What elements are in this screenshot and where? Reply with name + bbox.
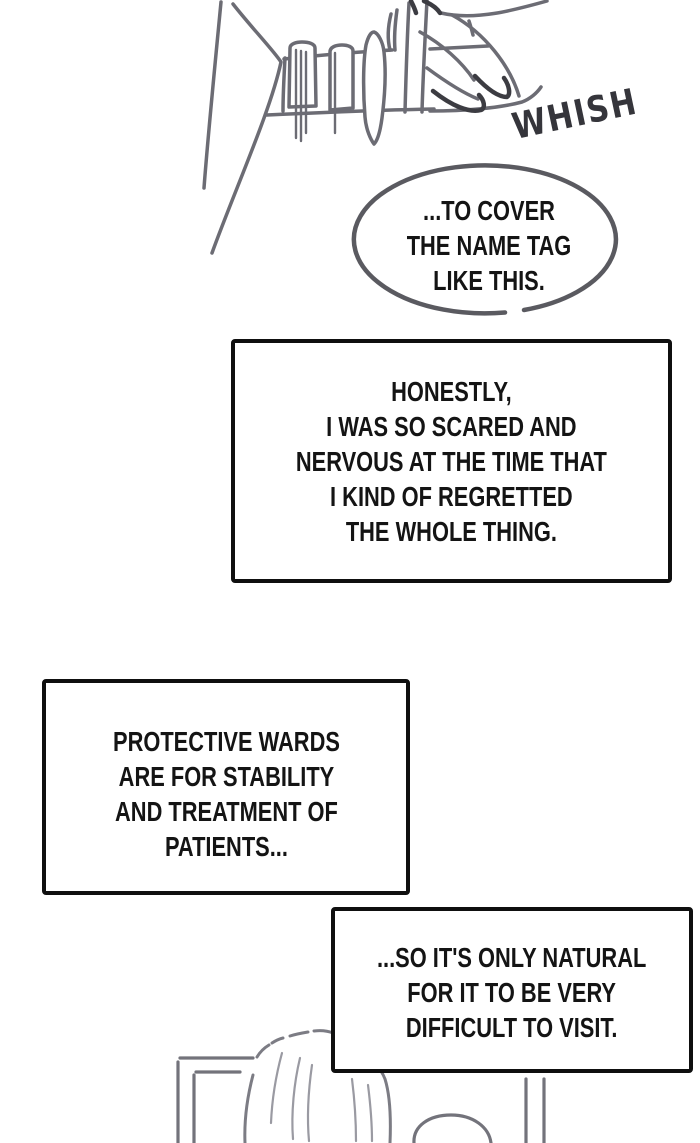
hand-palm-bottom: [428, 85, 543, 113]
hair-outline-left: [243, 1073, 255, 1143]
hair-strand: [269, 1051, 284, 1125]
caption-box-honestly: HONESTLY, I WAS SO SCARED AND NERVOUS AT…: [231, 339, 672, 583]
hair-strand: [366, 1083, 374, 1143]
pen-3-pointed: [361, 30, 387, 146]
pocket-bottom-line: [265, 107, 436, 117]
thumb-line: [392, 8, 399, 52]
pen-2: [328, 43, 355, 112]
badge-stick-right-line: [420, 0, 429, 114]
hand-top-edge: [439, 0, 549, 18]
hand-outer-edge: [450, 13, 521, 98]
hair-strand: [306, 1063, 314, 1143]
fingertip-dark-curve: [472, 73, 512, 100]
shoulder-circle-arc: [412, 1113, 493, 1143]
hair-outline-sketch: [270, 1036, 285, 1045]
pen-dark-tip: [408, 0, 419, 16]
caption-box-protective-wards: PROTECTIVE WARDS ARE FOR STABILITY AND T…: [42, 679, 410, 895]
speech-bubble-text: ...TO COVER THE NAME TAG LIKE THIS.: [406, 195, 572, 296]
caption-text: PROTECTIVE WARDS ARE FOR STABILITY AND T…: [112, 726, 340, 862]
hand-covering-pocket-illustration: [202, 0, 549, 255]
caption-text: HONESTLY, I WAS SO SCARED AND NERVOUS AT…: [295, 375, 608, 547]
coat-lapel-left-line: [202, 0, 223, 190]
coat-lapel-right-line: [210, 2, 283, 255]
knuckle-mark: [467, 19, 475, 37]
pen-1: [287, 40, 318, 109]
caption-text: ...SO IT'S ONLY NATURAL FOR IT TO BE VER…: [377, 941, 647, 1043]
hair-strand: [350, 1077, 358, 1143]
thumb-line: [386, 12, 393, 52]
fingertip-dark-curve: [430, 88, 487, 113]
caption-box-difficult-to-visit: ...SO IT'S ONLY NATURAL FOR IT TO BE VER…: [331, 907, 693, 1073]
badge-stick-left-line: [403, 1, 411, 114]
pocket-top-line-right: [428, 44, 490, 51]
speech-bubble-outline: [351, 163, 619, 316]
finger-line: [425, 66, 480, 101]
hair-outline-sketch: [288, 1030, 310, 1038]
thumb-dark-hook: [421, 0, 443, 16]
finger-line: [418, 30, 476, 82]
hair-outline-sketch: [255, 1043, 271, 1059]
pocket-left-edge: [281, 56, 287, 113]
speech-bubble: [351, 163, 619, 316]
hair-strand: [291, 1056, 302, 1141]
